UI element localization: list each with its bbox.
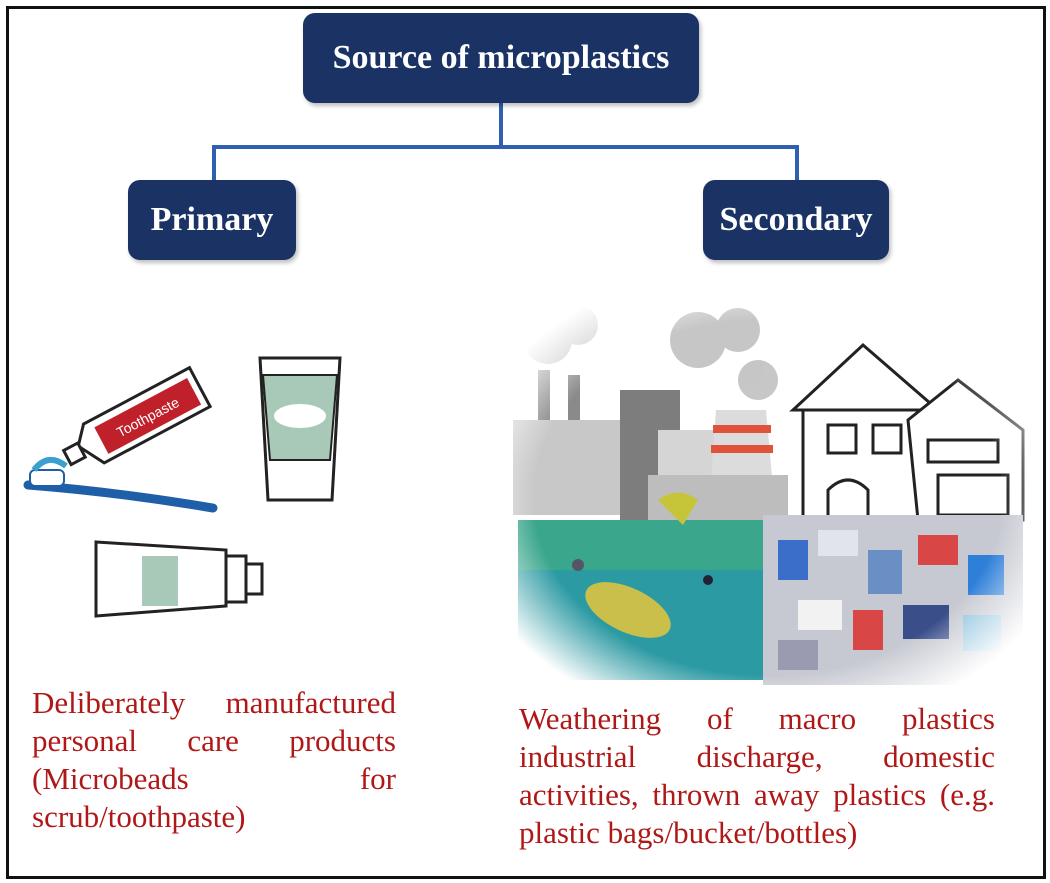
toothpaste-tube-icon: Toothpaste [61, 365, 213, 467]
root-node-label: Source of microplastics [332, 39, 670, 76]
personal-care-products-illustration: Toothpaste [23, 356, 342, 618]
primary-description: Deliberately manufactured personal care … [32, 685, 396, 834]
primary-node: Primary [128, 180, 296, 260]
toothbrush-icon [23, 457, 218, 513]
secondary-description: Weathering of macro plastics industrial … [519, 701, 995, 850]
secondary-node-label: Secondary [719, 201, 873, 238]
secondary-sources-illustration [508, 300, 1028, 695]
cream-tube-icon [258, 356, 342, 502]
primary-node-label: Primary [150, 201, 274, 238]
lying-tube-icon [94, 540, 264, 618]
root-node-title: Source of microplastics [303, 13, 699, 103]
secondary-node: Secondary [703, 180, 889, 260]
